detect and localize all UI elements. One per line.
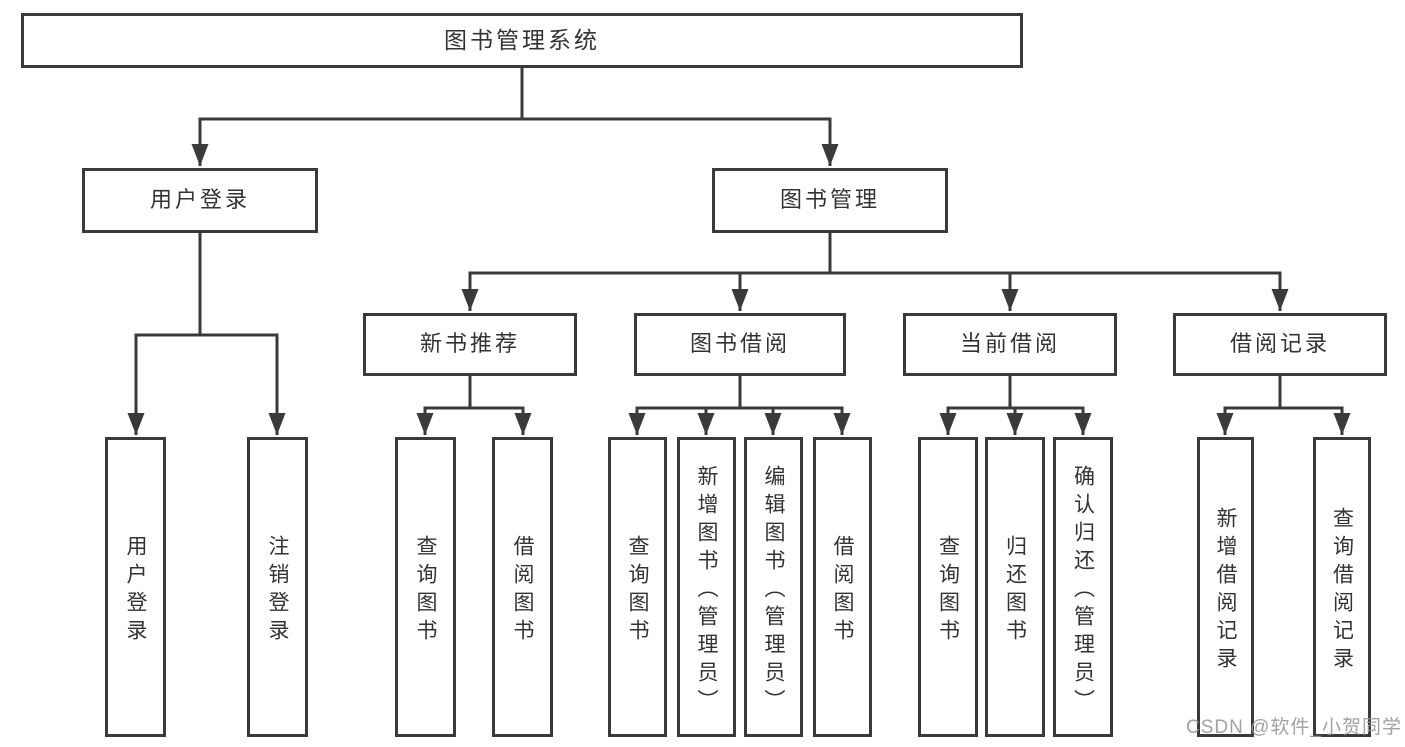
leaf-bb-borrow-books: 借阅图书: [813, 437, 872, 737]
edge-root-to-user-login: [191, 68, 524, 166]
edge-nb-to-query: [416, 376, 472, 435]
leaf-nb-query-books: 查询图书: [395, 437, 456, 737]
node-book-borrow: 图书借阅: [634, 313, 846, 376]
leaf-br-add-record: 新增借阅记录: [1197, 437, 1254, 737]
csdn-watermark: CSDN @软件_小贺同学: [1186, 717, 1402, 738]
node-book-management: 图书管理: [712, 168, 948, 233]
leaf-user-login: 用户登录: [105, 437, 166, 737]
leaf-cb-return-books: 归还图书: [985, 437, 1045, 737]
leaf-nb-borrow-books: 借阅图书: [492, 437, 553, 737]
leaf-br-query-record: 查询借阅记录: [1313, 437, 1371, 737]
leaf-logout: 注销登录: [247, 437, 308, 737]
node-root-library-system: 图书管理系统: [21, 13, 1023, 68]
node-new-book-recommend: 新书推荐: [363, 313, 577, 376]
node-current-borrow: 当前借阅: [903, 313, 1117, 376]
leaf-bb-query-books: 查询图书: [608, 437, 667, 737]
edge-root-to-book-mgmt: [520, 68, 839, 166]
node-user-login: 用户登录: [82, 168, 318, 233]
edge-bb-to-add: [697, 376, 742, 435]
edge-mgmt-to-current-borrow: [828, 233, 1019, 311]
edge-login-to-logout-leaf: [198, 233, 286, 435]
edge-br-to-add-record: [1216, 376, 1282, 435]
edge-bb-to-edit: [738, 376, 782, 435]
edge-nb-to-borrow: [468, 376, 532, 435]
edge-mgmt-to-book-borrow: [731, 233, 832, 311]
edge-bb-to-query: [628, 376, 742, 435]
edge-br-to-query-record: [1278, 376, 1351, 435]
leaf-cb-query-books: 查询图书: [918, 437, 978, 737]
edge-mgmt-to-borrow-records: [828, 233, 1289, 311]
edge-cb-to-query: [939, 376, 1012, 435]
node-borrow-records: 借阅记录: [1173, 313, 1387, 376]
leaf-bb-edit-books-admin: 编辑图书（管理员）: [744, 437, 803, 737]
edge-mgmt-to-new-book: [461, 233, 832, 311]
edge-bb-to-borrow: [738, 376, 851, 435]
edge-cb-to-return: [1006, 376, 1024, 435]
edge-cb-to-confirm: [1008, 376, 1092, 435]
leaf-bb-add-books-admin: 新增图书（管理员）: [677, 437, 736, 737]
leaf-cb-confirm-return-admin: 确认归还（管理员）: [1053, 437, 1113, 737]
edge-login-to-user-login-leaf: [127, 233, 202, 435]
